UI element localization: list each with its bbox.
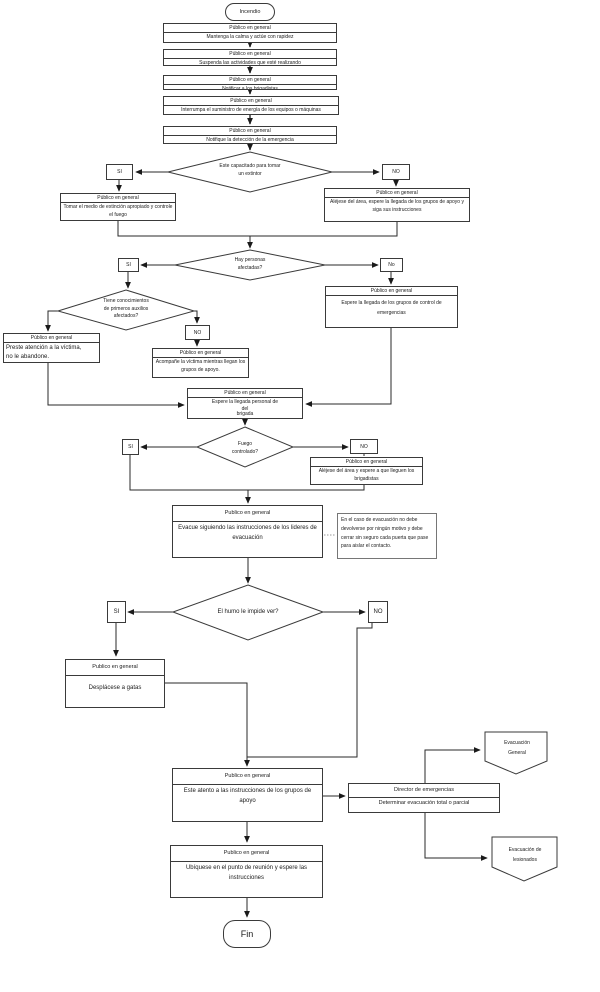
- start-terminator: Incendio: [225, 3, 275, 21]
- node-body: Espere la llegada personal de del brigad…: [211, 399, 279, 418]
- branch-label-no-2: No: [380, 258, 403, 272]
- node-header: Público en general: [164, 97, 338, 106]
- offpage-evacuacion-general-shape: [484, 731, 548, 775]
- decision-afectadas-shape: [174, 249, 326, 281]
- node-body: Notifique la detección de la emergencia: [206, 137, 294, 143]
- node-body: Ubíquese en el punto de reunión y espere…: [185, 865, 308, 881]
- node-header: Publico en general: [173, 769, 322, 785]
- process-notifique-emergencia: Público en general Notifique la detecció…: [163, 126, 337, 144]
- node-header: Público en general: [325, 189, 469, 198]
- start-label: Incendio: [239, 9, 261, 15]
- node-body: Preste atención a la víctima, no le aban…: [6, 345, 82, 361]
- node-header: Público en general: [164, 76, 336, 85]
- branch-label-no-5: NO: [368, 601, 388, 623]
- decision-auxilios-text: Tiene conocimientos de primeros auxilios…: [103, 298, 149, 319]
- node-body: Notificar a los brigadistas: [222, 86, 278, 90]
- branch-label-si-5: SI: [107, 601, 126, 623]
- process-este-atento: Publico en general Este atento a las ins…: [172, 768, 323, 822]
- node-body: Espere la llegada de los grupos de contr…: [341, 300, 442, 316]
- node-body: Mantenga la calma y actúe con rapidez: [206, 34, 294, 40]
- end-label: Fin: [240, 929, 254, 939]
- process-acompane-victima: Público en general Acompañe la víctima m…: [152, 348, 249, 378]
- decision-afectadas-text: Hay personas afectadas?: [234, 257, 266, 271]
- node-body: Aléjese del área, espere la llegada de l…: [330, 199, 464, 213]
- process-alejese-brigadistas: Público en general Aléjese del área y es…: [310, 457, 423, 485]
- node-header: Director de emergencias: [349, 784, 499, 798]
- process-alejese-apoyo: Público en general Aléjese del área, esp…: [324, 188, 470, 222]
- process-ubiquese-reunion: Publico en general Ubíquese en el punto …: [170, 845, 323, 898]
- decision-auxilios-shape: [56, 289, 196, 331]
- node-header: Público en general: [4, 334, 99, 343]
- node-body: Este atento a las instrucciones de los g…: [183, 788, 312, 804]
- node-header: Público en general: [311, 458, 422, 467]
- node-header: Público en general: [164, 24, 336, 33]
- node-body: Desplácese a gatas: [88, 685, 142, 691]
- branch-label-no-3: NO: [185, 325, 210, 340]
- decision-extintor-shape: [167, 151, 333, 193]
- offpage-evacuacion-general-text: Evacuación General: [504, 740, 530, 756]
- node-body: Tomar el medio de extinción apropiado y …: [63, 204, 173, 218]
- decision-humo-shape: [171, 584, 325, 641]
- process-director-emergencias: Director de emergencias Determinar evacu…: [348, 783, 500, 813]
- node-header: Público en general: [188, 389, 302, 398]
- node-header: Público en general: [164, 50, 336, 59]
- branch-label-si-2: SI: [118, 258, 139, 272]
- node-header: Publico en general: [66, 660, 164, 676]
- process-mantenga-calma: Público en general Mantenga la calma y a…: [163, 23, 337, 43]
- process-desplacese-gatas: Publico en general Desplácese a gatas: [65, 659, 165, 708]
- branch-label-no-4: NO: [350, 439, 378, 454]
- decision-humo-text: El humo le impide ver?: [217, 609, 279, 615]
- end-terminator: Fin: [223, 920, 271, 948]
- offpage-evacuacion-lesionados-shape: [491, 836, 558, 882]
- node-header: Público en general: [153, 349, 248, 358]
- process-espere-brigada: Público en general Espere la llegada per…: [187, 388, 303, 419]
- node-body: Aléjese del área y espere a que lleguen …: [318, 468, 415, 482]
- process-notificar-brigadistas: Público en general Notificar a los briga…: [163, 75, 337, 90]
- node-body: Suspenda las actividades que esté realiz…: [199, 60, 301, 66]
- process-preste-atencion: Público en general Preste atención a la …: [3, 333, 100, 363]
- branch-label-no-1: NO: [382, 164, 410, 180]
- process-suspenda-actividades: Público en general Suspenda las activida…: [163, 49, 337, 66]
- decision-extintor-text: Este capacitado para tomar un extintor: [219, 163, 281, 177]
- node-header: Publico en general: [173, 506, 322, 522]
- branch-label-si-1: SI: [106, 164, 133, 180]
- process-interrumpa-energia: Público en general Interrumpa el suminis…: [163, 96, 339, 115]
- decision-fuego-text: Fuego controlado?: [231, 441, 259, 455]
- node-header: Público en general: [61, 194, 175, 203]
- evacuation-note: En el caso de evacuación no debe devolve…: [337, 513, 437, 559]
- process-espere-control: Público en general Espere la llegada de …: [325, 286, 458, 328]
- node-header: Publico en general: [171, 846, 322, 862]
- branch-label-si-4: SI: [122, 439, 139, 455]
- offpage-evacuacion-lesionados-text: Evacuación de lesionados: [508, 847, 542, 863]
- node-body: Interrumpa el suministro de energía de l…: [181, 107, 321, 113]
- node-header: Público en general: [326, 287, 457, 296]
- node-body: Acompañe la víctima mientras llegan los …: [155, 359, 246, 373]
- node-body: Determinar evacuación total o parcial: [378, 800, 470, 806]
- process-tomar-extincion: Público en general Tomar el medio de ext…: [60, 193, 176, 221]
- node-header: Público en general: [164, 127, 336, 136]
- node-body: Evacue siguiendo las instrucciones de lo…: [178, 525, 317, 541]
- decision-fuego-shape: [195, 426, 295, 468]
- process-evacue: Publico en general Evacue siguiendo las …: [172, 505, 323, 558]
